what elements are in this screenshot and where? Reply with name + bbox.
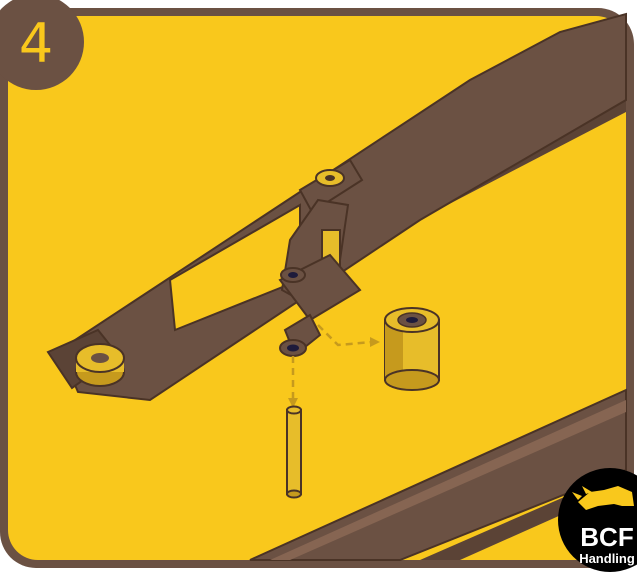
bushing bbox=[385, 308, 439, 390]
load-roller bbox=[76, 344, 124, 386]
logo-brand-text: BCF bbox=[580, 522, 633, 552]
step-number: 4 bbox=[19, 12, 53, 75]
pin bbox=[287, 407, 301, 498]
logo-subtitle-text: Handling bbox=[579, 551, 635, 566]
